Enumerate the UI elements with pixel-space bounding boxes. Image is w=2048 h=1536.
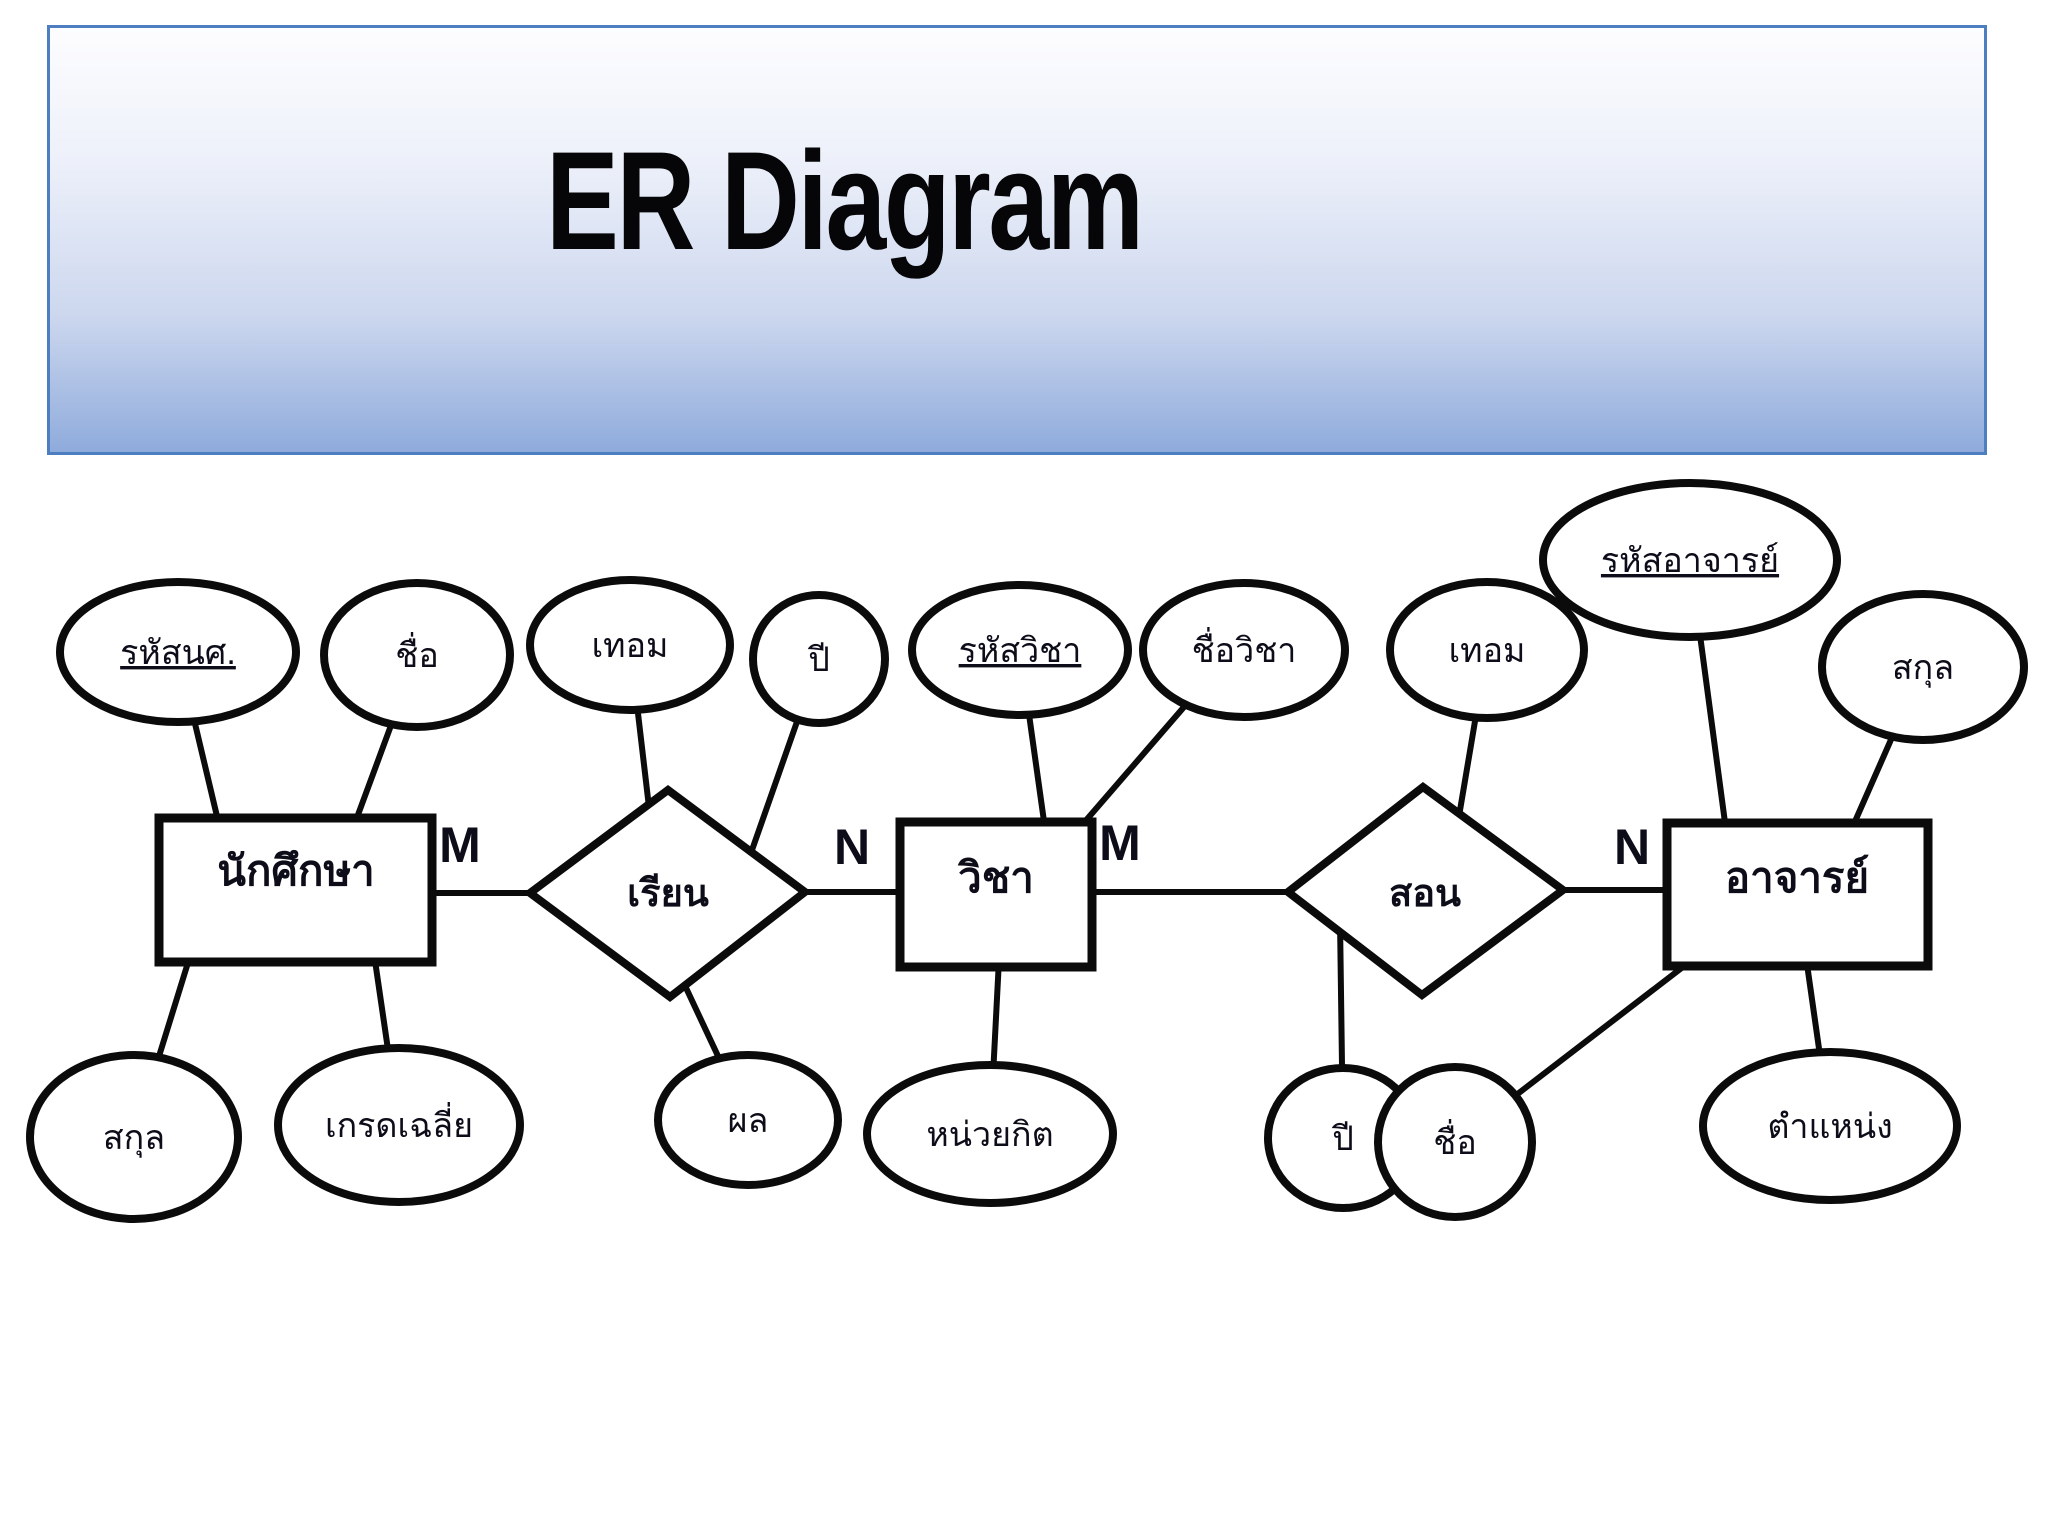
attribute-teacher-position (1699, 1048, 1961, 1204)
attribute-teacher-position-label: ตำแหน่ง (1767, 1108, 1892, 1146)
attribute-study-term (526, 576, 734, 714)
attribute-student-surname (26, 1051, 242, 1223)
attribute-subject-credit (863, 1061, 1117, 1207)
relationship-teach (1281, 781, 1570, 1001)
attribute-teach-term (1386, 578, 1588, 722)
attribute-study-result-label: ผล (728, 1102, 769, 1140)
entity-teacher-label: อาจารย์ (1725, 854, 1869, 901)
attribute-teach-year-label: ปี (1331, 1120, 1353, 1158)
entity-student-label: นักศึกษา (217, 847, 375, 894)
entity-teacher (1662, 818, 1933, 971)
relationship-teach-label: สอน (1389, 873, 1461, 915)
attribute-subject-id-label: รหัสวิชา (959, 632, 1082, 670)
attribute-teacher-name (1374, 1063, 1536, 1221)
page-title: ER Diagram (546, 122, 1144, 279)
attribute-student-id (56, 578, 300, 726)
cardinality-study-left: M (439, 817, 481, 873)
attribute-teach-term-label: เทอม (1449, 632, 1526, 670)
attribute-subject-name (1139, 579, 1349, 721)
relationship-study (523, 785, 812, 1003)
attribute-student-name-label: ชื่อ (395, 632, 439, 675)
attribute-teacher-surname-label: สกุล (1892, 649, 1954, 688)
attribute-student-id-label: รหัสนศ. (120, 634, 236, 672)
entity-subject-label: วิชา (957, 854, 1034, 901)
attribute-study-result (654, 1051, 842, 1189)
attribute-student-gpa-label: เกรดเฉลี่ย (325, 1102, 473, 1145)
attribute-student-name (320, 579, 514, 731)
cardinality-teach-right: N (1614, 819, 1650, 875)
attribute-study-year (749, 591, 889, 727)
entity-subject (895, 817, 1097, 972)
entity-student (154, 813, 437, 967)
attribute-teacher-surname (1818, 590, 2028, 744)
attribute-teacher-id (1539, 479, 1841, 641)
relationship-study-label: เรียน (627, 873, 709, 915)
attribute-subject-name-label: ชื่อวิชา (1192, 627, 1297, 670)
title-banner: ER Diagram (47, 25, 1987, 455)
cardinality-study-right: N (834, 819, 870, 875)
attribute-student-surname-label: สกุล (103, 1119, 165, 1158)
attribute-study-year-label: ปี (807, 641, 829, 679)
attribute-student-gpa (274, 1044, 524, 1206)
attribute-subject-credit-label: หน่วยกิต (926, 1116, 1053, 1154)
attribute-teacher-id-label: รหัสอาจารย์ (1601, 542, 1779, 580)
attribute-teacher-name-label: ชื่อ (1433, 1119, 1477, 1162)
attribute-subject-id (908, 581, 1132, 719)
attribute-study-term-label: เทอม (592, 627, 669, 665)
cardinality-teach-left: M (1099, 815, 1141, 871)
